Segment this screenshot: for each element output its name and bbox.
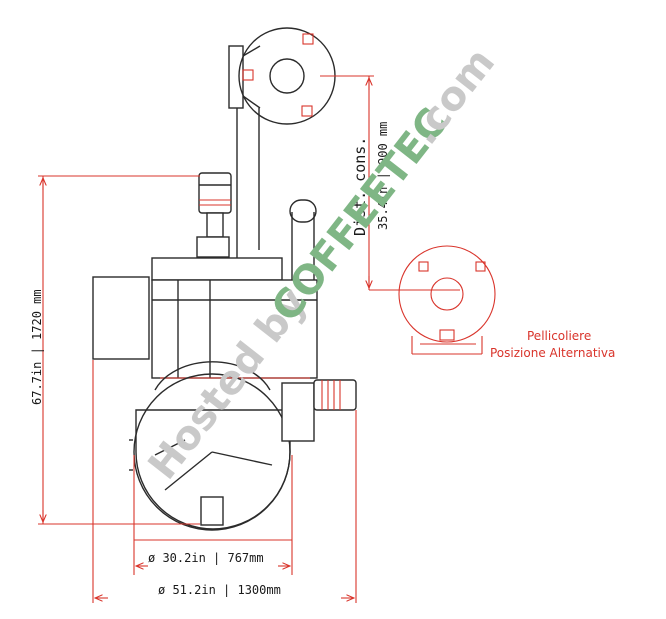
machine-outline [92,27,357,531]
exhaust-duct [236,108,269,271]
annotation-line-2: Posizione Alternativa [490,346,615,360]
cooling-drum [129,361,291,531]
alternative-cyclone [398,245,496,355]
height-dimension-label: 67.7in | 1720 mm [30,289,44,405]
distance-dimension-label: 35.4in | 900 mm [376,122,390,230]
annotation-line-1: Pellicoliere [527,329,591,343]
distance-label: Dist. cons. [351,137,369,236]
watermark-suffix: .com [401,40,504,153]
top-motor [196,172,232,258]
overall-diameter-label: ø 51.2in | 1300mm [158,583,281,597]
side-motor [281,379,357,442]
drum-diameter-label: ø 30.2in | 767mm [148,551,264,565]
dimension-lines [38,75,460,603]
top-cyclone [228,27,336,125]
